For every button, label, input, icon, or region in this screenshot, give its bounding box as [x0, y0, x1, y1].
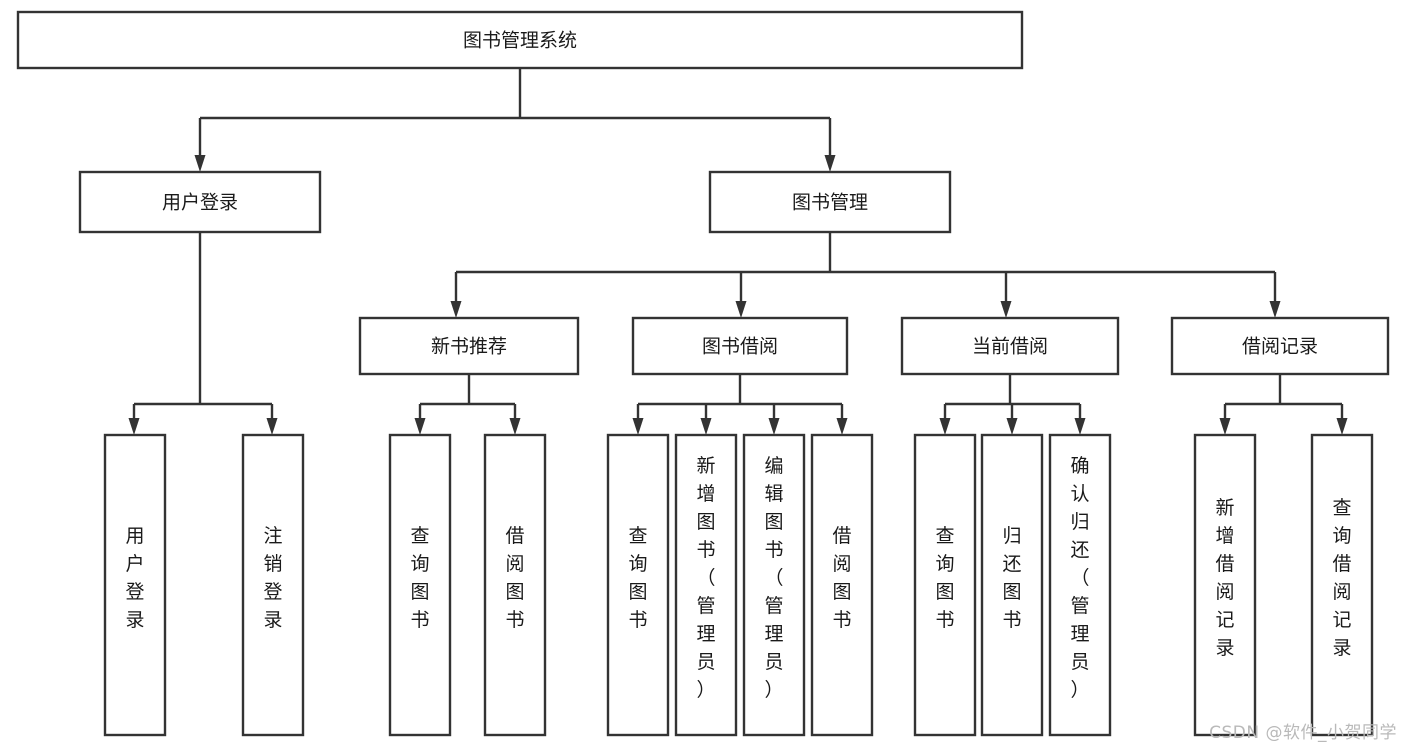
arrow-head [1000, 301, 1012, 318]
node-box[interactable] [810, 433, 874, 737]
arrow-head [939, 418, 951, 435]
node-label: 编辑图书（管理员） [764, 455, 783, 701]
node-book-manage[interactable]: 图书管理 [708, 170, 952, 234]
node-label: 新增图书（管理员） [696, 455, 715, 701]
node-label: 借阅图书 [505, 525, 524, 631]
node-box[interactable] [483, 433, 547, 737]
node-leaf-query-book-borrow[interactable]: 查询图书 [606, 433, 670, 737]
arrow-head [128, 418, 140, 435]
arrow-head [768, 418, 780, 435]
node-label: 归还图书 [1002, 525, 1021, 631]
node-box[interactable] [358, 316, 580, 376]
node-box[interactable] [631, 316, 849, 376]
node-label: 用户登录 [162, 192, 238, 214]
node-leaf-add-book[interactable]: 新增图书（管理员） [674, 433, 738, 737]
node-box[interactable] [742, 433, 806, 737]
node-label: 新增借阅记录 [1215, 497, 1234, 659]
node-box[interactable] [1193, 433, 1257, 737]
node-leaf-edit-book[interactable]: 编辑图书（管理员） [742, 433, 806, 737]
arrow-head [1006, 418, 1018, 435]
node-label: 借阅图书 [832, 525, 851, 631]
arrow-head [836, 418, 848, 435]
node-label: 查询图书 [410, 525, 429, 631]
node-box[interactable] [606, 433, 670, 737]
node-box[interactable] [103, 433, 167, 737]
node-leaf-confirm-return[interactable]: 确认归还（管理员） [1048, 433, 1112, 737]
node-box[interactable] [674, 433, 738, 737]
node-box[interactable] [241, 433, 305, 737]
node-box[interactable] [900, 316, 1120, 376]
arrow-head [735, 301, 747, 318]
node-user-login[interactable]: 用户登录 [78, 170, 322, 234]
arrow-head [1219, 418, 1231, 435]
arrow-head [414, 418, 426, 435]
nodes-layer: 图书管理系统用户登录图书管理新书推荐图书借阅当前借阅借阅记录用户登录注销登录查询… [16, 10, 1390, 737]
node-box[interactable] [1048, 433, 1112, 737]
node-book-borrow[interactable]: 图书借阅 [631, 316, 849, 376]
node-label: 新书推荐 [431, 336, 507, 358]
node-new-book-recommend[interactable]: 新书推荐 [358, 316, 580, 376]
arrow-head [632, 418, 644, 435]
node-label: 查询图书 [628, 525, 647, 631]
node-leaf-return-book[interactable]: 归还图书 [980, 433, 1044, 737]
node-leaf-query-borrow-record[interactable]: 查询借阅记录 [1310, 433, 1374, 737]
node-label: 确认归还（管理员） [1070, 455, 1089, 701]
arrow-head [700, 418, 712, 435]
node-current-borrow[interactable]: 当前借阅 [900, 316, 1120, 376]
node-label: 图书管理 [792, 192, 868, 214]
node-box[interactable] [913, 433, 977, 737]
node-label: 图书管理系统 [463, 30, 577, 52]
node-leaf-borrow-book[interactable]: 借阅图书 [810, 433, 874, 737]
node-label: 当前借阅 [972, 336, 1048, 358]
arrow-head [194, 155, 206, 172]
arrow-head [1336, 418, 1348, 435]
node-box[interactable] [708, 170, 952, 234]
arrow-head [509, 418, 521, 435]
arrow-head [266, 418, 278, 435]
node-label: 图书借阅 [702, 336, 778, 358]
node-leaf-query-book-cur[interactable]: 查询图书 [913, 433, 977, 737]
node-box[interactable] [16, 10, 1024, 70]
node-leaf-add-borrow-record[interactable]: 新增借阅记录 [1193, 433, 1257, 737]
arrow-head [1269, 301, 1281, 318]
node-leaf-borrow-book-rec[interactable]: 借阅图书 [483, 433, 547, 737]
node-label: 查询图书 [935, 525, 954, 631]
node-label: 借阅记录 [1242, 336, 1318, 358]
arrow-head [450, 301, 462, 318]
node-box[interactable] [1170, 316, 1390, 376]
node-leaf-query-book-rec[interactable]: 查询图书 [388, 433, 452, 737]
arrow-head [1074, 418, 1086, 435]
node-leaf-logout[interactable]: 注销登录 [241, 433, 305, 737]
node-label: 用户登录 [125, 525, 144, 631]
node-label: 注销登录 [263, 525, 282, 631]
node-borrow-record[interactable]: 借阅记录 [1170, 316, 1390, 376]
node-box[interactable] [1310, 433, 1374, 737]
arrow-head [824, 155, 836, 172]
node-root[interactable]: 图书管理系统 [16, 10, 1024, 70]
node-label: 查询借阅记录 [1332, 497, 1351, 659]
node-box[interactable] [78, 170, 322, 234]
node-box[interactable] [388, 433, 452, 737]
node-leaf-user-login[interactable]: 用户登录 [103, 433, 167, 737]
connectors-layer [128, 68, 1348, 435]
node-box[interactable] [980, 433, 1044, 737]
